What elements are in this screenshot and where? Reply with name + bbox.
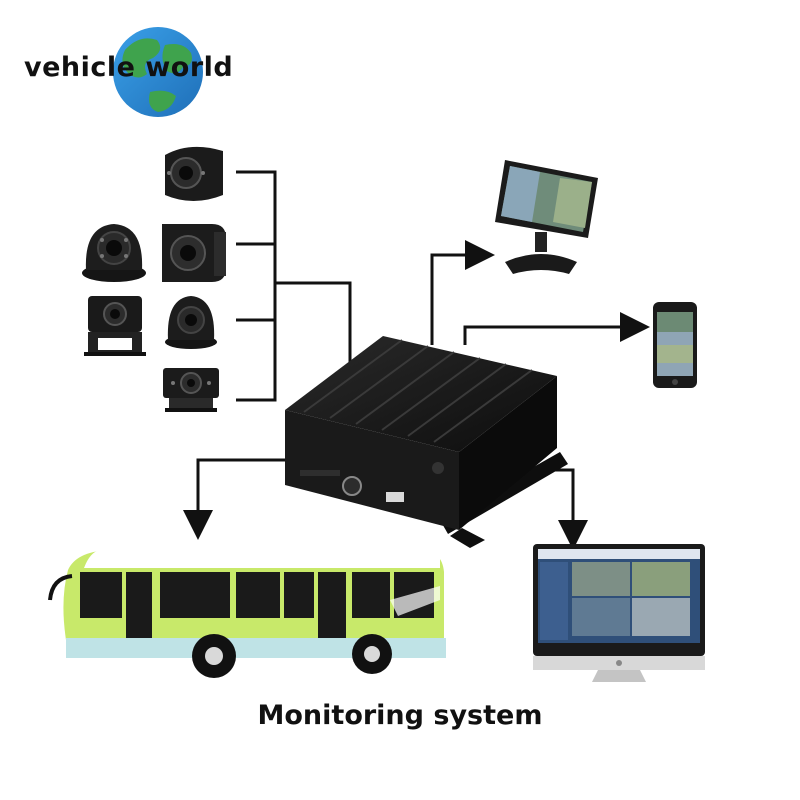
side-camera-icon: [165, 147, 223, 201]
side-camera-icon: [162, 224, 226, 282]
camera-connectors: [236, 172, 350, 400]
mobile-dvr-icon: [285, 336, 568, 548]
car-monitor-icon: [495, 160, 598, 274]
diagram-caption: Monitoring system: [0, 700, 800, 731]
bus-icon: [50, 550, 446, 678]
logo-wordmark: vehicle world: [24, 52, 233, 83]
smartphone-icon: [653, 302, 697, 388]
dome-camera-icon: [82, 224, 146, 282]
desktop-computer-icon: [533, 544, 705, 682]
dome-camera-icon: [165, 296, 217, 349]
box-camera-icon: [163, 368, 219, 412]
license-camera-icon: [84, 296, 146, 356]
